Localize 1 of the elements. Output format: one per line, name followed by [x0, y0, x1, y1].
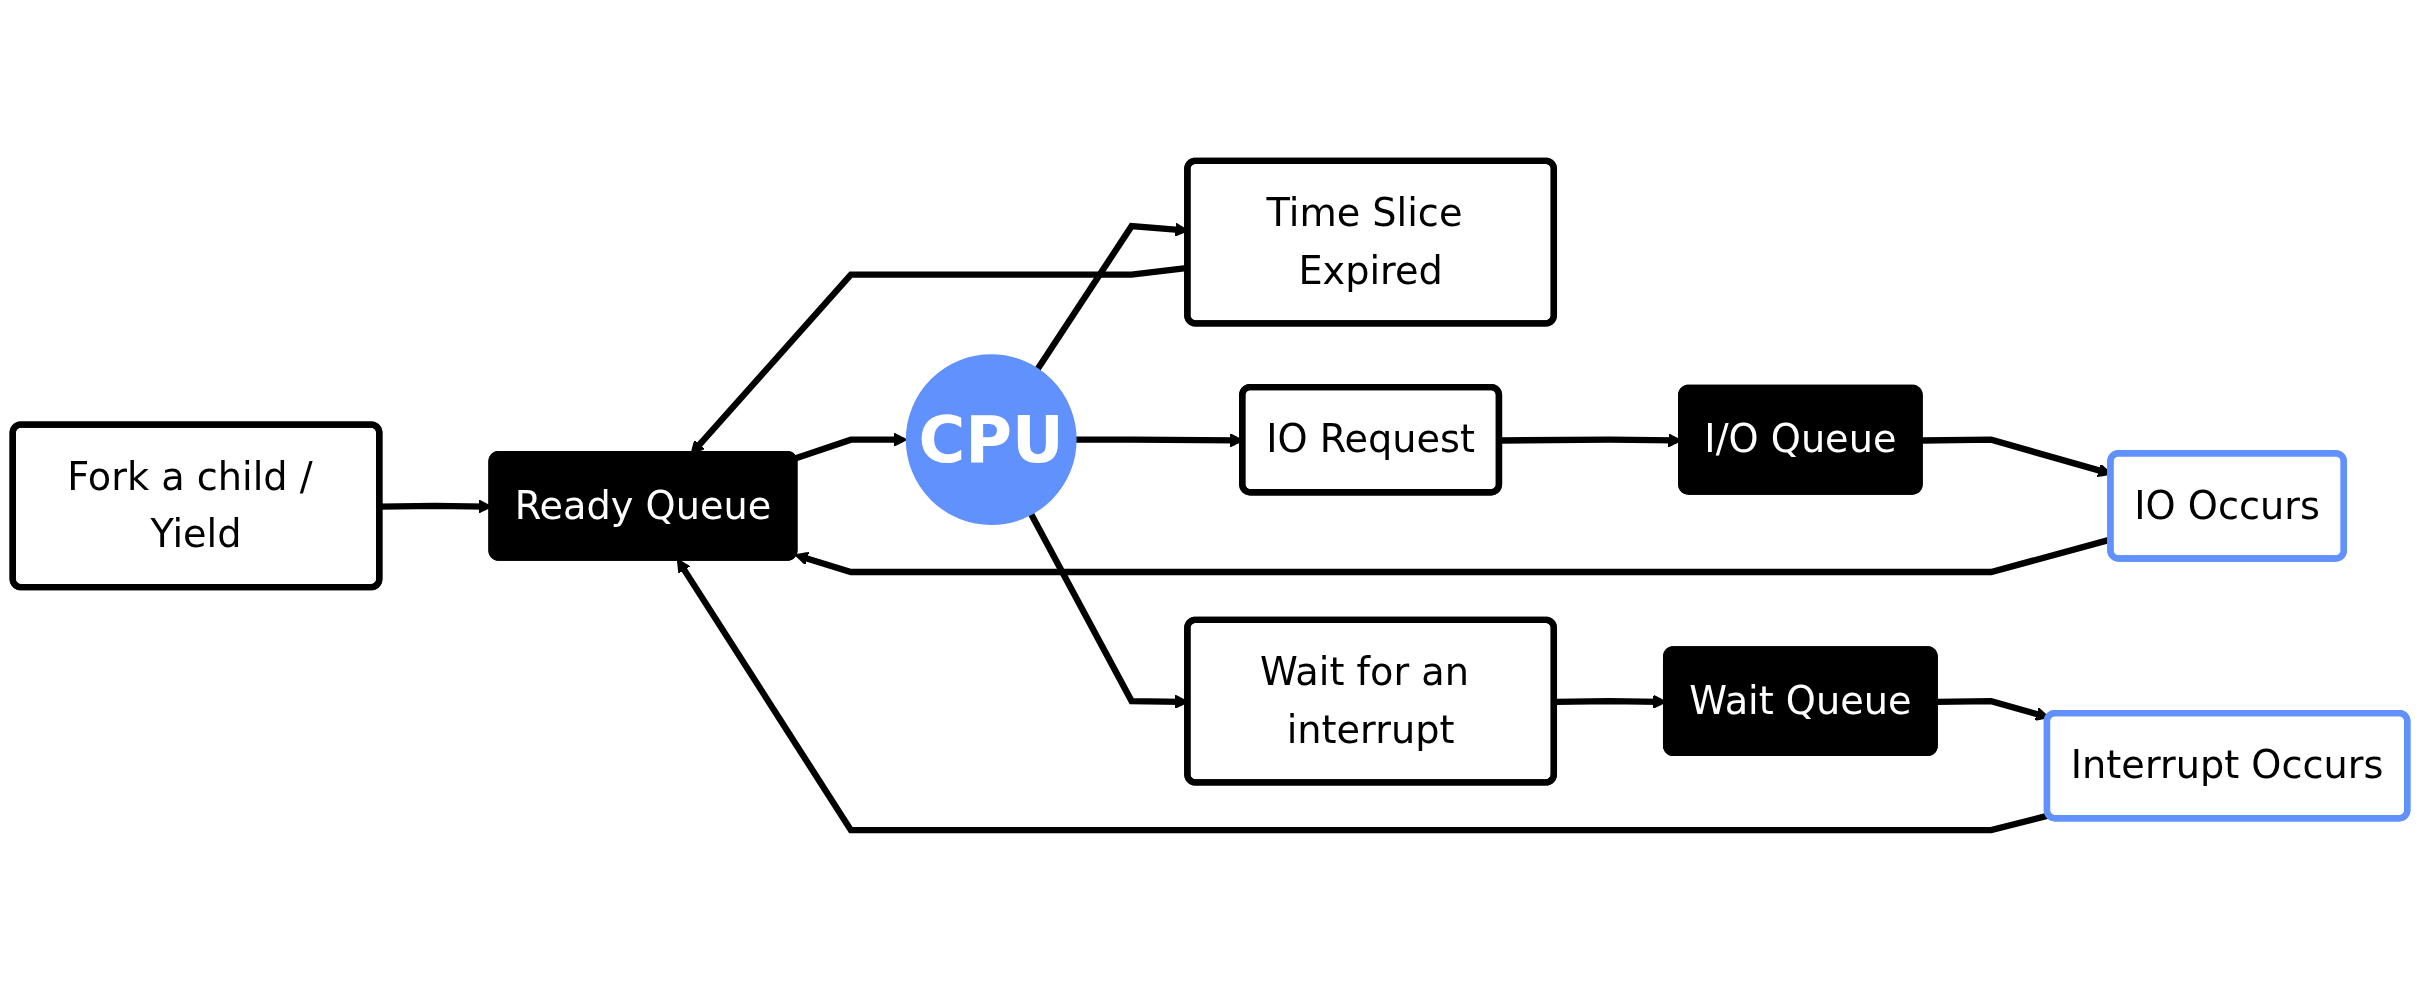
node-circle: CPU — [905, 354, 1077, 526]
